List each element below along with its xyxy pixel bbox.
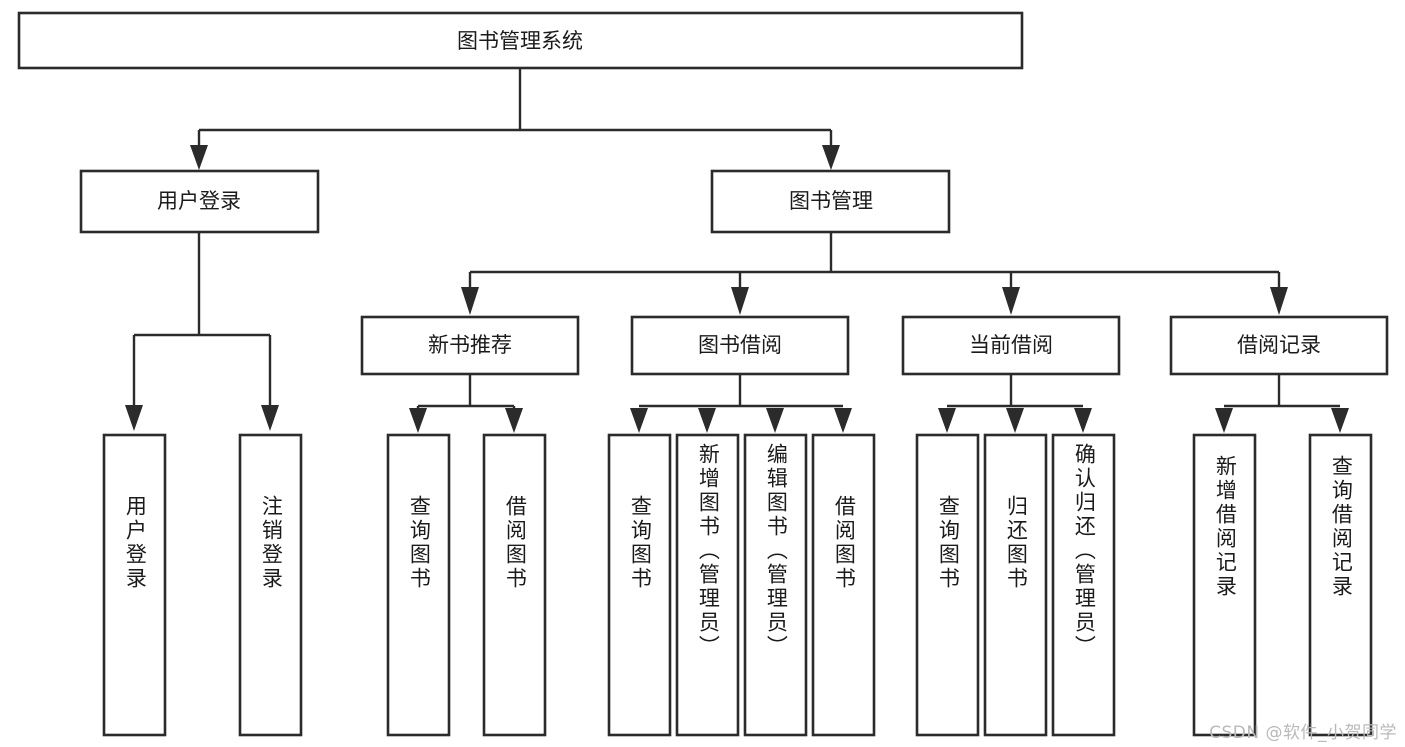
arrow-head-user-login	[190, 145, 208, 170]
arrow-head-newbook-leaf-1	[409, 408, 427, 433]
leaf-box-borrow-lend[interactable]	[811, 433, 876, 737]
arrow-head-newbook	[461, 287, 479, 315]
leaf-box-user-login[interactable]	[102, 433, 167, 737]
node-current-borrow-box	[901, 315, 1121, 376]
node-current-borrow-label: 当前借阅	[969, 333, 1053, 357]
node-user-login[interactable]: 用户登录	[79, 169, 320, 234]
connector-bookborrow-to-leaves	[630, 374, 852, 433]
connector-root-to-level2	[190, 68, 840, 170]
leaf-box-current-confirm[interactable]	[1051, 433, 1116, 737]
node-user-login-label: 用户登录	[157, 189, 241, 213]
node-root-box	[17, 11, 1024, 70]
arrow-head-borrowrecord-leaf-1	[1215, 408, 1233, 433]
node-user-login-box	[79, 169, 320, 234]
node-book-borrow[interactable]: 图书借阅	[630, 315, 850, 376]
arrow-head-bookborrow-leaf-1	[630, 408, 648, 433]
arrow-head-currentborrow-leaf-2	[1006, 408, 1024, 433]
arrow-head-bookborrow-leaf-4	[834, 408, 852, 433]
arrow-head-borrowrecord-leaf-2	[1331, 408, 1349, 433]
arrow-head-newbook-leaf-2	[505, 408, 523, 433]
connector-userlogin-to-leaves	[125, 232, 279, 431]
node-book-borrow-box	[630, 315, 850, 376]
leaf-box-record-query[interactable]	[1308, 433, 1373, 737]
node-borrow-record-label: 借阅记录	[1237, 333, 1321, 357]
leaf-box-borrow-add[interactable]	[675, 433, 740, 737]
node-book-manage-box	[710, 169, 951, 234]
node-borrow-record[interactable]: 借阅记录	[1169, 315, 1389, 376]
leaf-box-current-query[interactable]	[915, 433, 980, 737]
leaf-boxes-group	[102, 433, 1373, 737]
node-book-borrow-label: 图书借阅	[698, 333, 782, 357]
leaf-box-user-logout[interactable]	[238, 433, 303, 737]
leaf-box-newbook-query[interactable]	[386, 433, 451, 737]
connector-borrowrecord-to-leaves	[1215, 374, 1349, 433]
connector-bookmanage-to-level3	[461, 232, 1288, 315]
node-book-manage[interactable]: 图书管理	[710, 169, 951, 234]
leaf-box-borrow-edit[interactable]	[743, 433, 808, 737]
leaf-box-current-return[interactable]	[983, 433, 1048, 737]
arrow-head-bookborrow-leaf-2	[698, 408, 716, 433]
node-book-manage-label: 图书管理	[789, 189, 873, 213]
node-current-borrow[interactable]: 当前借阅	[901, 315, 1121, 376]
connector-newbook-to-leaves	[409, 374, 523, 433]
node-new-book-recommend-label: 新书推荐	[428, 333, 512, 357]
node-root-system[interactable]: 图书管理系统	[17, 11, 1024, 70]
arrow-head-borrow	[731, 287, 749, 315]
node-root-label: 图书管理系统	[457, 29, 583, 53]
arrow-head-record	[1270, 287, 1288, 315]
arrow-head-currentborrow-leaf-1	[938, 408, 956, 433]
arrow-head-currentborrow-leaf-3	[1074, 408, 1092, 433]
leaf-box-borrow-query[interactable]	[607, 433, 672, 737]
node-borrow-record-box	[1169, 315, 1389, 376]
arrow-head-leaf-user-logout	[261, 405, 279, 431]
arrow-head-bookborrow-leaf-3	[766, 408, 784, 433]
leaf-box-newbook-borrow[interactable]	[482, 433, 547, 737]
node-new-book-recommend[interactable]: 新书推荐	[360, 315, 580, 376]
arrow-head-leaf-user-login	[125, 405, 143, 431]
csdn-watermark: CSDN @软件_小贺同学	[1209, 723, 1397, 743]
leaf-box-record-add[interactable]	[1192, 433, 1257, 737]
connector-currentborrow-to-leaves	[938, 374, 1092, 433]
node-new-book-recommend-box	[360, 315, 580, 376]
arrow-head-book-manage	[822, 145, 840, 170]
arrow-head-current	[1002, 287, 1020, 315]
